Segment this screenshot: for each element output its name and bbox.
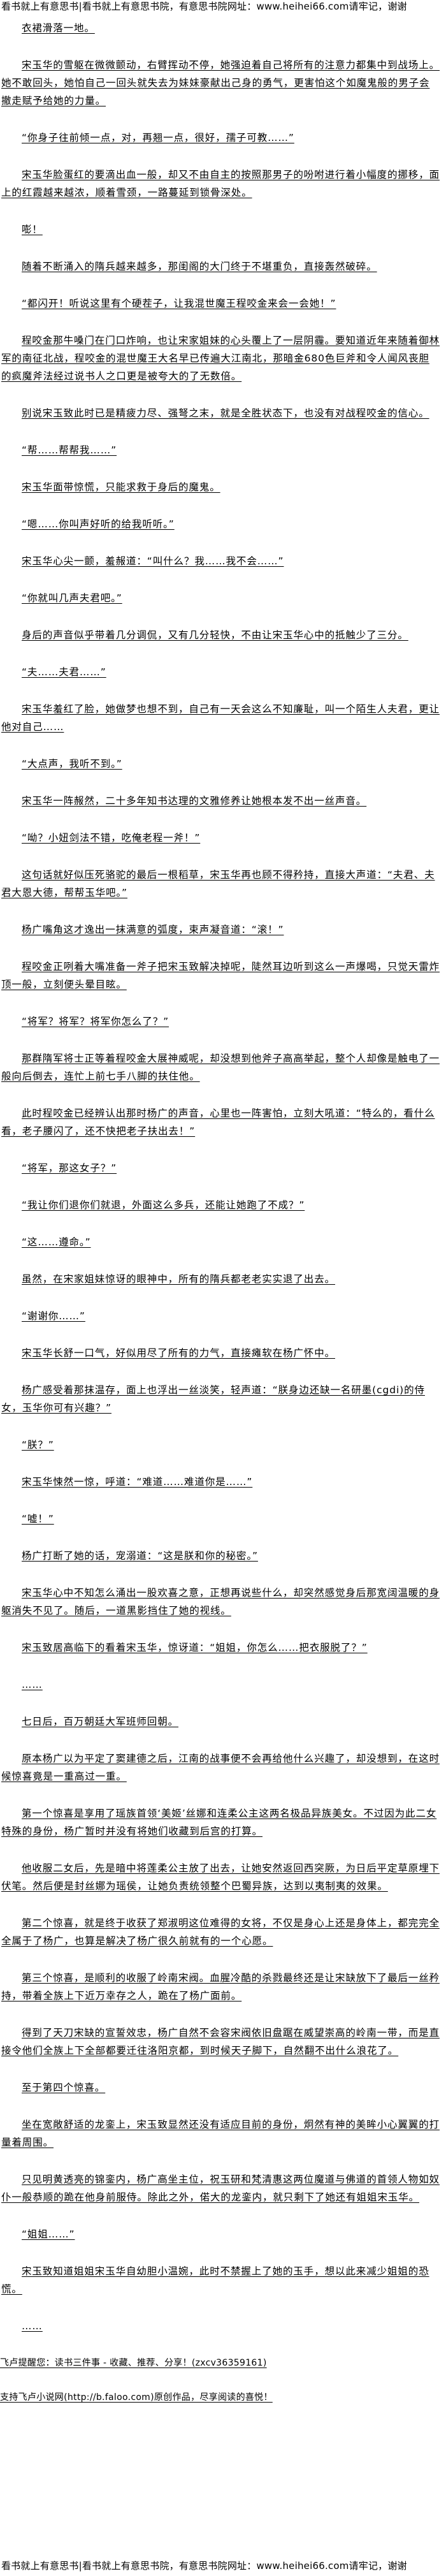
story-paragraph: 至于第四个惊喜。 bbox=[22, 2082, 106, 2093]
story-paragraph: …… bbox=[22, 2320, 43, 2332]
story-paragraph: 宋玉致居高临下的看着宋玉华，惊讶道：“姐姐，你怎么……把衣服脱了？” bbox=[22, 1642, 368, 1653]
story-paragraph: “朕？” bbox=[22, 1439, 54, 1451]
story-paragraph: 坐在宽敞舒适的龙銮上，宋玉致显然还没有适应目前的身份，炯然有神的美眸小心翼翼的打… bbox=[1, 2119, 440, 2148]
story-paragraph: 这句话就好似压死骆驼的最后一根稻草，宋玉华再也顾不得矜持，直接大声道：“夫君、夫… bbox=[1, 869, 435, 898]
story-paragraph: “将军，那这女子？” bbox=[22, 1162, 117, 1174]
story-paragraph: “嘘！” bbox=[22, 1513, 54, 1525]
story-paragraph: 只见明黄透亮的锦銮内，杨广高坐主位，祝玉研和梵清惠这两位魔道与佛道的首领人物如奴… bbox=[1, 2174, 440, 2203]
story-paragraph: 他收服二女后，先是暗中将莲柔公主放了出去，让她安然返回西突厥，为日后平定草原埋下… bbox=[1, 1862, 440, 1892]
story-paragraph: 别说宋玉致此时已是精疲力尽、强弩之末，就是全胜状态下，也没有对战程咬金的信心。 bbox=[22, 407, 429, 419]
story-paragraph: 宋玉华羞红了脸，她做梦也想不到，自己有一天会这么不知廉耻，叫一个陌生人夫君，更让… bbox=[1, 703, 440, 733]
footer-notes: 飞卢提醒您：读书三件事 - 收藏、推荐、分享！(zxcv36359161) 支持… bbox=[0, 2354, 446, 2406]
story-paragraph: “你就叫几声夫君吧。” bbox=[22, 592, 122, 604]
story-paragraph: “将军？将军？将军你怎么了？” bbox=[22, 1016, 169, 1027]
story-paragraph: …… bbox=[22, 1679, 43, 1690]
story-paragraph: “嗯……你叫声好听的给我听听。” bbox=[22, 518, 175, 530]
story-paragraph: 杨广嘴角这才逸出一抹满意的弧度，束声凝音道：“滚！” bbox=[22, 924, 284, 935]
story-paragraph: “帮……帮帮我……” bbox=[22, 444, 117, 456]
story-paragraph: 随着不断涌入的隋兵越来越多，那闺阁的大门终于不堪重负，直接轰然破碎。 bbox=[22, 261, 377, 272]
story-paragraph: 那群隋军将士正等着程咬金大展神威呢，却没想到他斧子高高举起，整个人却像是触电了一… bbox=[1, 1053, 440, 1082]
story-paragraph: “都闪开！听说这里有个硬茬子，让我混世魔王程咬金来会一会她！” bbox=[22, 298, 336, 309]
site-banner-bottom: 看书就上有意思书|看书就上有意思书院，有意思书院网址：www.heihei66.… bbox=[1, 2560, 407, 2572]
story-paragraph: 七日后，百万朝廷大军班师回朝。 bbox=[22, 1716, 179, 1727]
story-paragraph: “姐姐……” bbox=[22, 2228, 75, 2240]
site-banner-top: 看书就上有意思书|看书就上有意思书院，有意思书院网址：www.heihei66.… bbox=[1, 1, 407, 12]
story-paragraph: 衣裙滑落一地。 bbox=[22, 22, 95, 34]
story-paragraph: 得到了天刀宋缺的宣誓效忠，杨广自然不会容宋阀依旧盘踞在威望崇高的岭南一带，而是直… bbox=[1, 2027, 440, 2056]
story-paragraph: “这……遵命。” bbox=[22, 1236, 91, 1248]
cut-off-line bbox=[0, 13, 446, 19]
chapter-content: 衣裙滑落一地。宋玉华的雪躯在微微颤动，右臂挥动不停，她强迫着自己将所有的注意力都… bbox=[0, 19, 446, 2335]
story-paragraph: 虽然，在宋家姐妹惊讶的眼神中，所有的隋兵都老老实实退了出去。 bbox=[22, 1273, 336, 1285]
story-paragraph: 杨广感受着那抹温存，面上也浮出一丝淡笑，轻声道：“朕身边还缺一名研墨(cgdi)… bbox=[1, 1384, 425, 1414]
story-paragraph: 宋玉华一阵赧然，二十多年知书达理的文雅修养让她根本发不出一丝声音。 bbox=[22, 795, 367, 807]
story-paragraph: 程咬金那牛嗓门在门口炸响，也让宋家姐妹的心头覆上了一层阴霾。要知道近年来随着御林… bbox=[1, 335, 440, 382]
story-paragraph: 程咬金正咧着大嘴准备一斧子把宋玉致解决掉呢，陡然耳边听到这么一声爆喝，只觉天雷炸… bbox=[1, 961, 440, 990]
story-paragraph: 宋玉华悚然一惊，呼道：“难道……难道你是……” bbox=[22, 1476, 253, 1488]
story-paragraph: 宋玉华面带惊慌，只能求救于身后的魔鬼。 bbox=[22, 481, 220, 493]
story-paragraph: “谢谢你……” bbox=[22, 1310, 85, 1322]
story-paragraph: 身后的声音似乎带着几分调侃，又有几分轻快，不由让宋玉华心中的抵触少了三分。 bbox=[22, 629, 408, 641]
story-paragraph: 宋玉华心中不知怎么涌出一股欢喜之意，正想再说些什么，却突然感觉身后那宽阔温暖的身… bbox=[1, 1587, 440, 1616]
story-paragraph: 嘭！ bbox=[22, 224, 43, 235]
story-paragraph: 宋玉华脸蛋红的要滴出血一般，却又不由自主的按照那男子的吩咐进行着小幅度的挪移，面… bbox=[1, 169, 440, 198]
story-paragraph: 第三个惊喜，是顺利的收服了岭南宋阀。血腥冷酷的杀戮最终还是让宋缺放下了最后一丝矜… bbox=[1, 1972, 440, 2002]
story-paragraph: 宋玉华心尖一颤，羞赧道：“叫什么？我……我不会……” bbox=[22, 555, 284, 567]
story-paragraph: 此时程咬金已经辨认出那时杨广的声音，心里也一阵害怕，立刻大吼道：“特么的，看什么… bbox=[1, 1108, 435, 1137]
faloo-support-link[interactable]: 支持飞卢小说网(http://b.faloo.com)原创作品，尽享阅读的喜悦！ bbox=[0, 2392, 273, 2403]
faloo-reminder: 飞卢提醒您：读书三件事 - 收藏、推荐、分享！(zxcv36359161) bbox=[0, 2358, 267, 2368]
story-paragraph: 第一个惊喜是享用了瑶族首领‘美姬’丝娜和连柔公主这两名极品异族美女。不过因为此二… bbox=[1, 1808, 437, 1837]
story-paragraph: “夫……夫君……” bbox=[22, 666, 106, 678]
story-paragraph: 宋玉华长舒一口气，好似用尽了所有的力气，直接瘫软在杨广怀中。 bbox=[22, 1347, 336, 1359]
story-paragraph: 原本杨广以为平定了窦建德之后，江南的战事便不会再给他什么兴趣了，却没想到，在这时… bbox=[1, 1753, 440, 1782]
story-paragraph: 第二个惊喜，就是终于收获了郑淑明这位难得的女将，不仅是身心上还是身体上，都完完全… bbox=[1, 1917, 440, 1947]
story-paragraph: 杨广打断了她的话，宠溺道：“这是朕和你的秘密。” bbox=[22, 1550, 258, 1562]
story-paragraph: 宋玉致知道姐姐宋玉华自幼胆小温婉，此时不禁握上了她的玉手，想以此来减少姐姐的恐慌… bbox=[1, 2265, 429, 2295]
story-paragraph: “你身子往前倾一点，对，再翘一点，很好，孺子可教……” bbox=[22, 132, 294, 143]
story-paragraph: “呦？小妞剑法不错，吃俺老程一斧！” bbox=[22, 832, 201, 844]
story-paragraph: 宋玉华的雪躯在微微颤动，右臂挥动不停，她强迫着自己将所有的注意力都集中到战场上。… bbox=[1, 59, 440, 106]
story-paragraph: “我让你们退你们就退，外面这么多兵，还能让她跑了不成？” bbox=[22, 1199, 305, 1211]
story-paragraph: “大点声，我听不到。” bbox=[22, 758, 122, 770]
